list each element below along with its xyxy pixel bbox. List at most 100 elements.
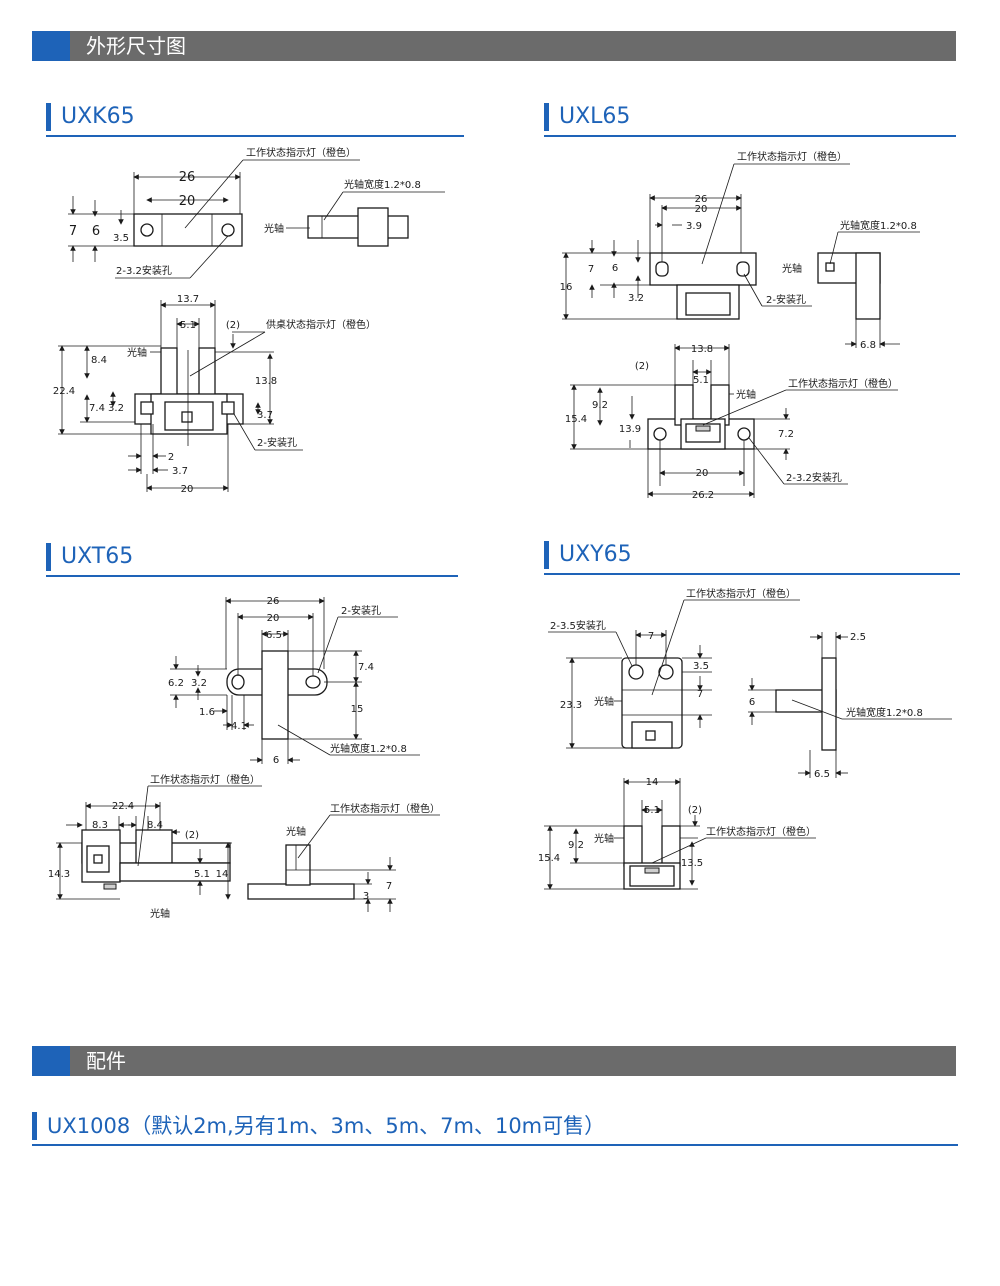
uxl65-dim-3-9: 3.9 <box>686 221 702 232</box>
uxy65-dim-9-2: 9.2 <box>568 840 584 851</box>
uxt65-dim-14-3: 14.3 <box>48 869 70 880</box>
uxy65-slot-label: 光轴宽度1.2*0.8 <box>846 706 923 719</box>
uxk65-dim-6: 6 <box>92 224 100 239</box>
uxy65-mount-label: 2-3.5安装孔 <box>550 619 606 632</box>
uxy65-dim-13-5: 13.5 <box>681 858 703 869</box>
uxl65-indicator-label: 工作状态指示灯（橙色） <box>737 150 847 163</box>
uxt65-slot-label: 光轴宽度1.2*0.8 <box>330 742 407 755</box>
uxt65-dim-26: 26 <box>267 596 280 607</box>
uxk65-dim-2p: (2) <box>226 320 240 331</box>
uxk65-axis-front-label: 光轴 <box>127 346 147 359</box>
uxy65-dim-6: 6 <box>749 697 755 708</box>
uxl65-dim-9-2: 9.2 <box>592 400 608 411</box>
uxk65-dim-2: 2 <box>168 452 174 463</box>
uxk65-dim-8-4: 8.4 <box>91 355 107 366</box>
uxk65-dim-13-8: 13.8 <box>255 376 277 387</box>
uxy65-dim-2p: (2) <box>688 805 702 816</box>
uxk65-dim-3-7b: 3.7 <box>172 466 188 477</box>
uxt65-dim-4-1: 4.1 <box>231 721 247 732</box>
uxt65-drawing: 26 20 6.5 2-安装孔 7.4 15 6.2 3.2 1.6 <box>48 596 440 920</box>
uxl65-axis-side-label: 光轴 <box>782 262 802 275</box>
uxk65-drawing: 26 20 7 6 3.5 工作状态指示灯（橙色） 2-3.2安装孔 光轴宽度1… <box>53 146 445 495</box>
uxt65-dim-7: 7 <box>386 881 392 892</box>
uxl65-indicator-front-label: 工作状态指示灯（橙色） <box>788 377 898 390</box>
uxk65-dim-13-7: 13.7 <box>177 294 199 305</box>
section-bar-outline: 外形尺寸图 <box>32 31 956 61</box>
heading-uxy65: UXY65 <box>544 541 960 575</box>
uxk65-dim-22-4: 22.4 <box>53 386 75 397</box>
uxy65-axis-top-label: 光轴 <box>594 695 614 708</box>
uxt65-dim-8-4: 8.4 <box>147 820 163 831</box>
uxl65-dim-26: 26 <box>695 194 708 205</box>
uxl65-axis-front-label: 光轴 <box>736 388 756 401</box>
uxk65-dim-3-7a: 3.7 <box>257 410 273 421</box>
uxy65-drawing: 工作状态指示灯（橙色） 2-3.5安装孔 7 23.3 光轴 3.5 7 2.5 <box>538 587 952 890</box>
uxl65-dim-3-2: 3.2 <box>628 293 644 304</box>
uxl65-dim-16: 16 <box>560 282 573 293</box>
section-title-outline: 外形尺寸图 <box>86 34 186 58</box>
uxt65-dim-7-4: 7.4 <box>358 662 374 673</box>
uxt65-indicator-b-label: 工作状态指示灯（橙色） <box>330 802 440 815</box>
uxt65-dim-6-5: 6.5 <box>266 630 282 641</box>
uxt65-dim-3-2: 3.2 <box>191 678 207 689</box>
uxt65-mount-label: 2-安装孔 <box>341 604 381 617</box>
heading-uxl65: UXL65 <box>544 103 956 137</box>
uxl65-dim-13-8: 13.8 <box>691 344 713 355</box>
uxt65-dim-2p: (2) <box>185 830 199 841</box>
uxk65-dim-26: 26 <box>179 170 196 185</box>
uxl65-dim-15-4: 15.4 <box>565 414 587 425</box>
uxl65-dim-5-1: 5.1 <box>693 375 709 386</box>
uxy65-indicator-front-label: 工作状态指示灯（橙色） <box>706 825 816 838</box>
uxt65-dim-6: 6 <box>273 755 279 766</box>
heading-accessory: UX1008（默认2m,另有1m、3m、5m、7m、10m可售） <box>32 1112 958 1146</box>
uxk65-indicator-front-label: 供桌状态指示灯（橙色） <box>266 318 376 331</box>
uxk65-dim-5-1: 5.1 <box>180 320 196 331</box>
uxt65-dim-8-3: 8.3 <box>92 820 108 831</box>
uxy65-dim-6-5: 6.5 <box>814 769 830 780</box>
uxk65-dim-7-4: 7.4 <box>89 403 105 414</box>
uxk65-dim-7: 7 <box>69 224 77 239</box>
uxk65-indicator-label: 工作状态指示灯（橙色） <box>246 146 356 159</box>
uxy65-dim-3-5: 3.5 <box>693 661 709 672</box>
uxl65-dim-2p: (2) <box>635 361 649 372</box>
uxy65-axis-front-label: 光轴 <box>594 832 614 845</box>
uxl65-dim-20b: 20 <box>696 468 709 479</box>
uxl65-mount-front-label: 2-3.2安装孔 <box>786 471 842 484</box>
uxl65-dim-6-8: 6.8 <box>860 340 876 351</box>
uxl65-dim-20: 20 <box>695 204 708 215</box>
uxt65-dim-15: 15 <box>351 704 364 715</box>
uxl65-drawing: 26 20 3.9 工作状态指示灯（橙色） 16 7 6 3.2 2-安装孔 <box>560 150 920 501</box>
heading-uxk65: UXK65 <box>46 103 464 137</box>
uxl65-mount-label: 2-安装孔 <box>766 293 806 306</box>
uxy65-dim-2-5: 2.5 <box>850 632 866 643</box>
uxy65-dim-23-3: 23.3 <box>560 700 582 711</box>
uxk65-dim-20: 20 <box>179 194 196 209</box>
uxt65-dim-20: 20 <box>267 613 280 624</box>
uxy65-dim-15-4: 15.4 <box>538 853 560 864</box>
uxl65-dim-7: 7 <box>588 264 594 275</box>
uxl65-dim-7-2: 7.2 <box>778 429 794 440</box>
uxl65-dim-6: 6 <box>612 263 618 274</box>
uxt65-dim-6-2: 6.2 <box>168 678 184 689</box>
uxt65-axis-bottom-label: 光轴 <box>150 907 170 920</box>
uxy65-dim-7b: 7 <box>697 689 703 700</box>
uxt65-axis-side-label: 光轴 <box>286 825 306 838</box>
uxk65-mount-front-label: 2-安装孔 <box>257 436 297 449</box>
uxk65-mount-label: 2-3.2安装孔 <box>116 264 172 277</box>
uxl65-dim-13-9: 13.9 <box>619 424 641 435</box>
uxk65-axis-side-label: 光轴 <box>264 222 284 235</box>
uxk65-slot-label: 光轴宽度1.2*0.8 <box>344 178 421 191</box>
uxt65-indicator-a-label: 工作状态指示灯（橙色） <box>150 773 260 786</box>
uxt65-dim-14: 14 <box>216 869 229 880</box>
uxk65-dim-20b: 20 <box>181 484 194 495</box>
uxl65-slot-label: 光轴宽度1.2*0.8 <box>840 219 917 232</box>
uxy65-dim-5-1: 5.1 <box>644 805 660 816</box>
uxt65-dim-3: 3 <box>363 891 369 902</box>
uxy65-indicator-label: 工作状态指示灯（橙色） <box>686 587 796 600</box>
uxt65-dim-5-1: 5.1 <box>194 869 210 880</box>
uxy65-dim-14: 14 <box>646 777 659 788</box>
uxt65-dim-1-6: 1.6 <box>199 707 215 718</box>
uxk65-dim-3-5: 3.5 <box>113 233 129 244</box>
uxy65-dim-7: 7 <box>648 631 654 642</box>
